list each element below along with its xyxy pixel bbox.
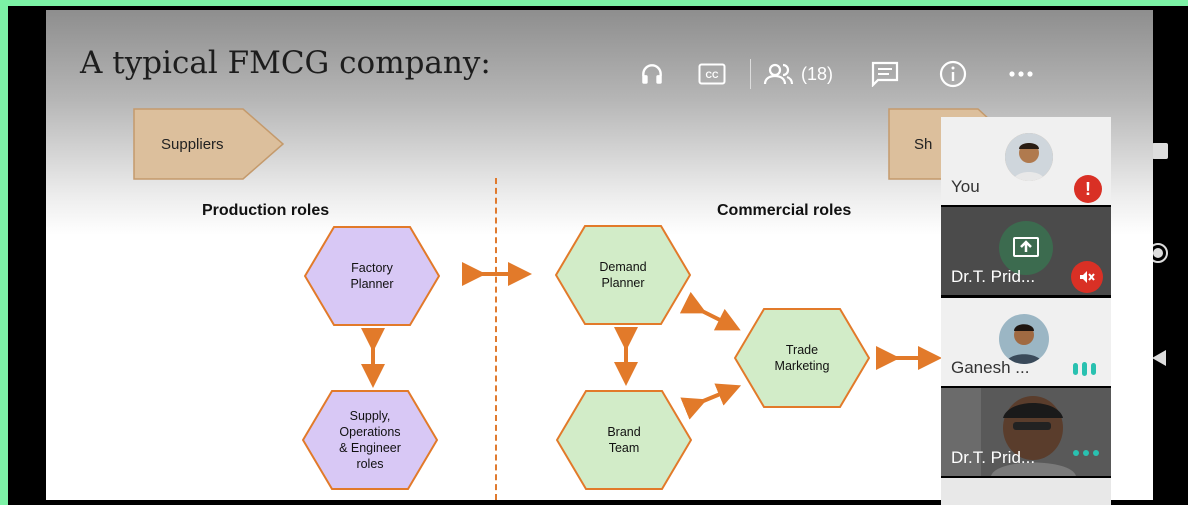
brand-team-shape bbox=[556, 390, 692, 490]
participants-panel: You ! Dr.T. Prid... Ganesh ... bbox=[941, 117, 1111, 505]
factory-planner-line-2: Planner bbox=[350, 277, 394, 291]
participant-name: Ganesh ... bbox=[951, 358, 1030, 377]
factory-planner-shape bbox=[304, 226, 440, 326]
demand-planner-hex: Demand Planner bbox=[555, 225, 691, 325]
brand-team-hex: Brand Team bbox=[556, 390, 692, 490]
supply-ops-line-1: Supply, bbox=[349, 409, 391, 423]
presentation-slide: A typical FMCG company: Suppliers Sh Pro… bbox=[46, 10, 1153, 500]
meeting-toolbar: CC (18) bbox=[636, 54, 1037, 94]
brand-team-label: Brand Team bbox=[607, 424, 640, 456]
present-screen-icon bbox=[1013, 237, 1039, 257]
people-icon bbox=[763, 63, 794, 85]
avatar bbox=[999, 314, 1049, 364]
closed-captions-icon[interactable]: CC bbox=[696, 58, 728, 90]
participant-tile-video[interactable]: Dr.T. Prid... bbox=[941, 388, 1111, 476]
screen-border-top bbox=[0, 0, 1188, 6]
trade-marketing-line-2: Marketing bbox=[774, 359, 830, 373]
next-tile-partial bbox=[941, 478, 1111, 505]
screen-border-left bbox=[0, 0, 8, 505]
factory-planner-line-1: Factory bbox=[351, 261, 393, 275]
back-icon[interactable] bbox=[1152, 350, 1166, 366]
roles-divider bbox=[495, 178, 497, 500]
production-roles-heading: Production roles bbox=[202, 202, 330, 219]
toolbar-separator bbox=[750, 59, 751, 89]
headphones-icon[interactable] bbox=[636, 58, 668, 90]
supply-operations-label: Supply, Operations & Engineer roles bbox=[339, 408, 401, 472]
demand-planner-shape bbox=[555, 225, 691, 325]
avatar bbox=[1005, 133, 1053, 181]
supply-ops-line-4: roles bbox=[356, 457, 384, 471]
participant-video bbox=[941, 388, 1111, 476]
factory-planner-label: Factory Planner bbox=[350, 260, 393, 292]
demand-planner-line-2: Planner bbox=[601, 276, 645, 290]
participant-tile-ganesh[interactable]: Ganesh ... bbox=[941, 298, 1111, 386]
brand-team-line-1: Brand bbox=[607, 425, 641, 439]
info-icon[interactable] bbox=[937, 58, 969, 90]
more-dots-icon[interactable] bbox=[1073, 450, 1099, 456]
alert-icon: ! bbox=[1074, 175, 1102, 203]
suppliers-shape bbox=[133, 108, 285, 180]
brand-team-line-2: Team bbox=[608, 441, 640, 455]
more-options-icon[interactable] bbox=[1005, 58, 1037, 90]
trade-marketing-label: Trade Marketing bbox=[775, 342, 830, 374]
demand-planner-line-1: Demand bbox=[599, 260, 647, 274]
trade-marketing-shape bbox=[734, 308, 870, 408]
presenting-avatar bbox=[999, 221, 1053, 275]
supply-operations-shape bbox=[302, 390, 438, 490]
participant-name: Dr.T. Prid... bbox=[951, 267, 1036, 286]
people-button[interactable]: (18) bbox=[763, 62, 833, 86]
suppliers-box: Suppliers bbox=[133, 108, 285, 180]
trade-marketing-hex: Trade Marketing bbox=[734, 308, 870, 408]
arrow-demand-trade bbox=[679, 291, 741, 331]
chat-icon[interactable] bbox=[869, 58, 901, 90]
speaking-indicator-icon bbox=[1073, 362, 1103, 376]
recent-apps-icon[interactable] bbox=[1152, 143, 1168, 159]
demand-planner-label: Demand Planner bbox=[599, 259, 646, 291]
participant-tile-presenter[interactable]: Dr.T. Prid... bbox=[941, 207, 1111, 295]
slide-title: A typical FMCG company: bbox=[80, 45, 491, 81]
supply-ops-line-2: Operations bbox=[339, 425, 401, 439]
mic-muted-icon bbox=[1071, 261, 1103, 293]
participant-tile-you[interactable]: You ! bbox=[941, 117, 1111, 205]
participant-name: Dr.T. Prid... bbox=[951, 448, 1036, 467]
supply-operations-hex: Supply, Operations & Engineer roles bbox=[302, 390, 438, 490]
trade-marketing-line-1: Trade bbox=[785, 343, 819, 357]
people-count: (18) bbox=[801, 63, 834, 84]
supply-ops-line-3: & Engineer bbox=[339, 441, 401, 455]
suppliers-label: Suppliers bbox=[161, 135, 224, 153]
commercial-roles-heading: Commercial roles bbox=[717, 202, 852, 219]
arrow-brand-trade bbox=[680, 383, 742, 420]
svg-text:CC: CC bbox=[706, 70, 719, 80]
participant-name: You bbox=[951, 177, 980, 196]
arrows-layer bbox=[361, 262, 942, 420]
shippers-label: Sh bbox=[914, 135, 933, 153]
factory-planner-hex: Factory Planner bbox=[304, 226, 440, 326]
